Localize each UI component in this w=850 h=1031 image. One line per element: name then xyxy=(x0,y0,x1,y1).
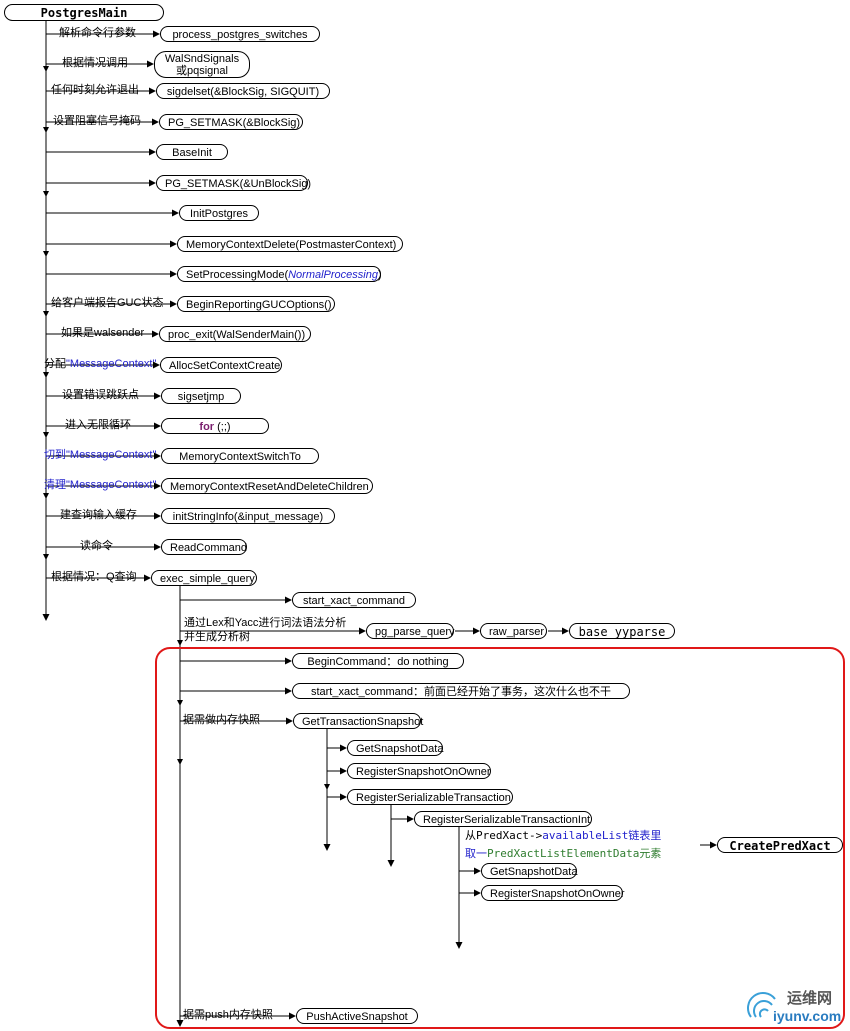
node-raw-parser: raw_parser xyxy=(480,623,547,639)
node-exec-simple-query: exec_simple_query xyxy=(151,570,257,586)
node-baseinit: BaseInit xyxy=(156,144,228,160)
label-set-block-mask: 设置阻塞信号掩码 xyxy=(53,115,141,127)
label-parse-tree: 并生成分析树 xyxy=(184,631,250,643)
watermark-site: iyunv.com xyxy=(773,1008,842,1024)
node-getsnapshotdata-2: GetSnapshotData xyxy=(481,863,577,879)
node-pg-setmask-block: PG_SETMASK(&BlockSig) xyxy=(159,114,303,130)
node-registerserializabletransactionint: RegisterSerializableTransactionInt xyxy=(414,811,592,827)
node-proc-exit: proc_exit(WalSenderMain()) xyxy=(159,326,311,342)
label-take-element: 取一PredXactListElementData元素 xyxy=(465,847,661,861)
node-begincommand: BeginCommand：do nothing xyxy=(292,653,464,669)
walsndsignals-line-2: 或pqsignal xyxy=(176,65,228,77)
watermark-brand: 运维网 xyxy=(787,990,833,1007)
label-infinite-loop: 进入无限循环 xyxy=(65,419,131,431)
label-if-walsender: 如果是walsender xyxy=(61,327,145,339)
label-from-predxact: 从PredXact->availableList链表里 xyxy=(465,829,661,843)
node-memctx-delete: MemoryContextDelete(PostmasterContext) xyxy=(177,236,403,252)
list-text: 链表里 xyxy=(628,830,662,842)
label-need-snapshot: 据需做内存快照 xyxy=(183,714,260,726)
label-call-by-situation: 根据情况调用 xyxy=(62,57,128,69)
node-readcommand: ReadCommand xyxy=(161,539,247,555)
label-read-command: 读命令 xyxy=(80,540,113,552)
setproc-fn: SetProcessingMode( xyxy=(186,269,289,281)
node-getsnapshotdata-1: GetSnapshotData xyxy=(347,740,443,756)
node-for-loop: for (;;) xyxy=(161,418,269,434)
node-base-yyparse: base_yyparse xyxy=(569,623,675,639)
label-need-push-snapshot: 据需push内存快照 xyxy=(183,1009,273,1021)
node-pg-setmask-unblock: PG_SETMASK(&UnBlockSig) xyxy=(156,175,311,191)
setproc-close: ) xyxy=(377,269,382,281)
available-list: availableList xyxy=(542,829,629,842)
clean-context-name: "MessageContext" xyxy=(66,479,157,491)
label-parse-args: 解析命令行参数 xyxy=(59,27,136,39)
label-clean: 清理"MessageContext" xyxy=(44,479,156,492)
label-allow-exit: 任何时刻允许退出 xyxy=(51,84,139,96)
walsndsignals-line-1: WalSndSignals xyxy=(164,53,240,65)
node-registersnapshotonowner-1: RegisterSnapshotOnOwner xyxy=(347,763,491,779)
node-start-xact-command-1: start_xact_command xyxy=(292,592,416,608)
clean-prefix: 清理 xyxy=(44,479,66,491)
switch-context-name: "MessageContext" xyxy=(66,449,157,461)
node-createpredxact: CreatePredXact xyxy=(717,837,843,853)
node-pushactivesnapshot: PushActiveSnapshot xyxy=(296,1008,418,1024)
watermark: 运维网 iyunv.com xyxy=(745,987,845,1027)
node-setprocessingmode: SetProcessingMode(NormalProcessing) xyxy=(177,266,382,282)
element-type: PredXactListElementData xyxy=(487,847,640,860)
setproc-arg: NormalProcessing xyxy=(288,269,378,281)
node-registersnapshotonowner-2: RegisterSnapshotOnOwner xyxy=(481,885,625,901)
alloc-context-name: "MessageContext" xyxy=(66,358,157,370)
for-keyword: for xyxy=(199,421,215,433)
node-initstringinfo: initStringInfo(&input_message) xyxy=(161,508,335,524)
element-text: 元素 xyxy=(639,848,662,860)
label-report-guc: 给客户端报告GUC状态 xyxy=(51,297,164,309)
node-pg-parse-query: pg_parse_query xyxy=(366,623,455,639)
node-initpostgres: InitPostgres xyxy=(179,205,259,221)
from-text: 从 xyxy=(465,830,476,842)
node-sigsetjmp: sigsetjmp xyxy=(161,388,241,404)
node-process-postgres-switches: process_postgres_switches xyxy=(160,26,320,42)
node-memctx-switch: MemoryContextSwitchTo xyxy=(161,448,319,464)
take-text: 取一 xyxy=(465,848,487,860)
node-gettransactionsnapshot: GetTransactionSnapshot xyxy=(293,713,423,729)
predxact-pointer: PredXact-> xyxy=(476,829,543,842)
node-allocset: AllocSetContextCreate xyxy=(160,357,282,373)
alloc-prefix: 分配 xyxy=(44,358,66,370)
watermark-logo-icon xyxy=(747,992,776,1018)
label-alloc: 分配"MessageContext" xyxy=(44,358,156,371)
label-build-buffer: 建查询输入缓存 xyxy=(60,509,137,521)
node-start-xact-command-2: start_xact_command：前面已经开始了事务，这次什么也不干 xyxy=(292,683,630,699)
label-set-jump: 设置错误跳跃点 xyxy=(62,389,139,401)
node-beginreporting: BeginReportingGUCOptions() xyxy=(177,296,335,312)
root-node-postgresmain: PostgresMain xyxy=(4,4,164,21)
label-by-situation-q: 根据情况：Q查询 xyxy=(51,571,137,583)
for-rest: (;;) xyxy=(214,421,231,433)
switch-prefix: 切到 xyxy=(44,449,66,461)
node-registerserializabletransaction: RegisterSerializableTransaction xyxy=(347,789,513,805)
label-switch: 切到"MessageContext" xyxy=(44,449,156,462)
node-sigdelset: sigdelset(&BlockSig, SIGQUIT) xyxy=(156,83,330,99)
label-lex-yacc: 通过Lex和Yacc进行词法语法分析 xyxy=(184,617,347,629)
node-memctx-reset: MemoryContextResetAndDeleteChildren xyxy=(161,478,373,494)
